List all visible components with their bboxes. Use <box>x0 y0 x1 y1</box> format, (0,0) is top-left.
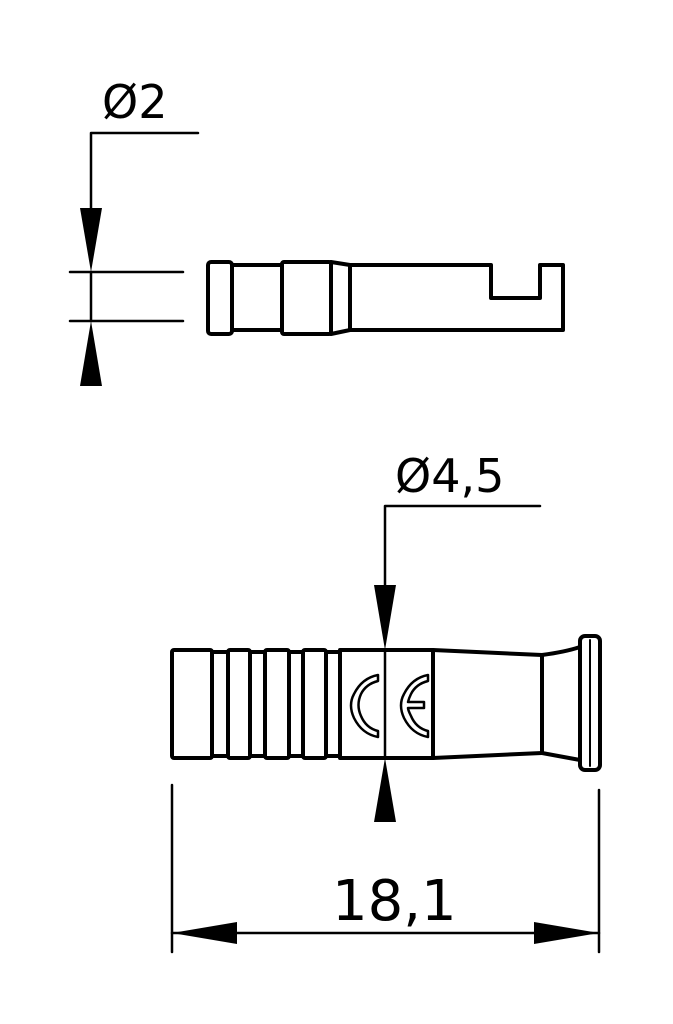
diameter-2-leader <box>89 131 200 217</box>
sleeve-drawing: Ø4,5 <box>170 449 602 954</box>
arrow-down-icon <box>374 585 396 650</box>
arrow-up-icon <box>374 758 396 822</box>
diameter-4-5-leader <box>383 504 542 592</box>
sleeve-body <box>170 634 602 772</box>
length-18-1-label: 18,1 <box>332 869 457 934</box>
diameter-2-label: Ø2 <box>102 75 167 129</box>
arrow-up-icon <box>80 321 102 386</box>
diameter-4-5-label: Ø4,5 <box>395 449 504 503</box>
arrow-left-icon <box>172 922 237 944</box>
arrow-down-icon <box>80 208 102 272</box>
pin-body <box>206 260 565 336</box>
contact-pin-drawing: Ø2 <box>68 75 565 386</box>
arrow-right-icon <box>534 922 599 944</box>
ce-mark-icon <box>349 673 430 739</box>
